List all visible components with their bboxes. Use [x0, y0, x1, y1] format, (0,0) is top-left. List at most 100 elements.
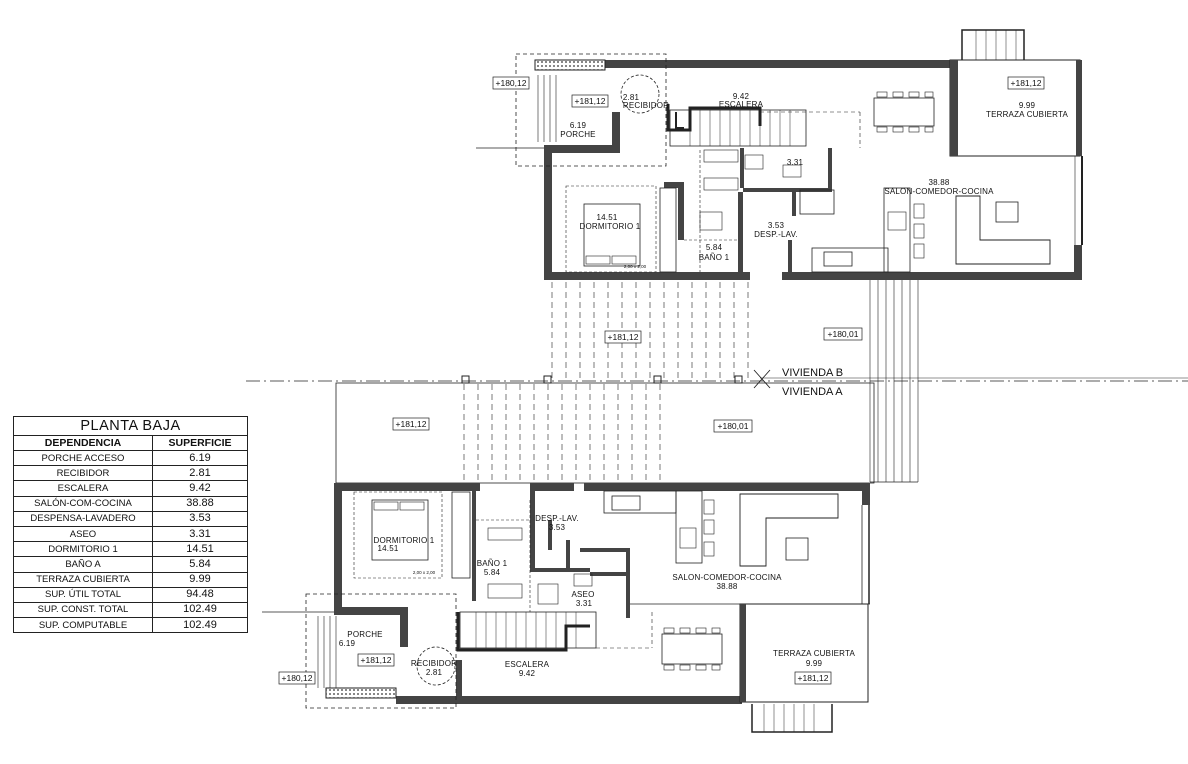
- room-area: 5.84: [706, 243, 723, 252]
- bed-size: 2,00 x 2,00: [624, 264, 647, 269]
- room-area: 2.81: [426, 668, 443, 677]
- row-name: TERRAZA CUBIERTA: [13, 571, 153, 588]
- wall: [472, 491, 476, 601]
- recibidor-swing: [620, 74, 660, 114]
- room-name: SALON-COMEDOR-COCINA: [884, 187, 994, 196]
- room-labels-a: DESP.-LAV. 3.53 DORMITORIO 1 14.51 BAÑO …: [339, 514, 855, 678]
- bath-fixture: [537, 583, 559, 605]
- level-mark: +180,12: [282, 673, 313, 683]
- terrace-step-lines: [975, 30, 1017, 60]
- wall: [782, 272, 1082, 280]
- porch-steps: [317, 616, 337, 688]
- level-mark: +181,12: [575, 96, 606, 106]
- wall: [334, 483, 342, 615]
- level-mark: +180,12: [496, 78, 527, 88]
- room-area: 9.99: [806, 659, 823, 668]
- room-name: PORCHE: [347, 630, 382, 639]
- row-value: 102.49: [152, 617, 248, 634]
- room-name: ESCALERA: [505, 660, 550, 669]
- level-mark: +181,12: [361, 655, 392, 665]
- room-area: 6.19: [339, 639, 356, 648]
- stair-wall: [675, 112, 684, 129]
- level-mark: +181,12: [798, 673, 829, 683]
- pillow: [399, 501, 425, 511]
- room-area: 9.42: [733, 92, 750, 101]
- room-name: DESP.-LAV.: [754, 230, 798, 239]
- stool: [703, 519, 715, 535]
- room-area: 14.51: [377, 544, 398, 553]
- room-name: DORMITORIO 1: [580, 222, 641, 231]
- stair-steps: [475, 612, 577, 648]
- cooktop: [679, 527, 697, 549]
- stair-wall: [456, 612, 590, 652]
- row-name: PORCHE ACCESO: [13, 449, 153, 467]
- kitchen-counter: [811, 247, 889, 273]
- wall: [740, 148, 744, 188]
- coffee-table: [785, 537, 809, 561]
- room-labels-b: 2.81 RECIBIDOR 9.42 ESCALERA 6.19 PORCHE…: [560, 92, 1068, 269]
- level-markers: +180,12 +181,12 +181,12 +181,12 +180,01 …: [278, 76, 1045, 685]
- stool: [913, 243, 925, 259]
- room-area: 14.51: [596, 213, 617, 222]
- room-area: 6.19: [570, 121, 587, 130]
- row-value: 2.81: [152, 465, 248, 482]
- wall: [456, 660, 462, 700]
- bath-fixture: [744, 154, 764, 170]
- coffee-table: [995, 201, 1019, 223]
- level-mark: +181,12: [608, 332, 639, 342]
- wall: [584, 483, 870, 491]
- dwelling-b: [476, 29, 1083, 280]
- wall: [566, 540, 570, 572]
- bath-fixture: [703, 177, 739, 191]
- wall: [1074, 245, 1082, 280]
- island: [883, 187, 911, 273]
- stool: [703, 499, 715, 515]
- staircase: [669, 109, 807, 147]
- dwelling-b-label: VIVIENDA B: [782, 367, 843, 379]
- row-name: RECIBIDOR: [13, 465, 153, 482]
- row-value: 6.19: [152, 449, 248, 467]
- column-header: DEPENDENCIA: [13, 435, 153, 451]
- dining-table: [873, 97, 935, 127]
- bath-fixture: [487, 583, 523, 599]
- kitchen-counter: [799, 189, 835, 215]
- level-mark: +180,01: [828, 329, 859, 339]
- wall: [743, 188, 831, 192]
- row-name: SUP. CONST. TOTAL: [13, 601, 153, 619]
- wall: [544, 145, 620, 153]
- bed: [583, 203, 641, 267]
- room-area: 9.42: [519, 669, 536, 678]
- row-name: SALÓN-COM-COCINA: [13, 495, 153, 512]
- wall: [950, 60, 958, 156]
- bath-fixture: [782, 164, 802, 178]
- dwelling-a-label: VIVIENDA A: [782, 386, 843, 398]
- wall: [678, 182, 684, 240]
- terrace-step-lines: [763, 704, 815, 732]
- staircase: [459, 611, 597, 649]
- row-value: 9.42: [152, 480, 248, 497]
- row-name: SUP. ÚTIL TOTAL: [13, 586, 153, 603]
- wall: [530, 568, 590, 572]
- row-name: DESPENSA-LAVADERO: [13, 510, 153, 527]
- wall: [396, 696, 742, 704]
- room-area: 3.31: [576, 599, 593, 608]
- stool: [913, 203, 925, 219]
- room-name: PORCHE: [560, 130, 595, 139]
- wall: [862, 483, 870, 505]
- dining-table: [661, 633, 723, 665]
- wall: [788, 240, 792, 272]
- column-header: SUPERFICIE: [152, 435, 248, 451]
- room-name: RECIBIDOR: [623, 101, 669, 110]
- wall: [548, 520, 552, 550]
- wall: [334, 607, 408, 615]
- wall: [580, 548, 630, 552]
- wall: [664, 182, 684, 188]
- area-table: PLANTA BAJA DEPENDENCIA SUPERFICIE PORCH…: [13, 416, 248, 634]
- pillow: [585, 255, 611, 265]
